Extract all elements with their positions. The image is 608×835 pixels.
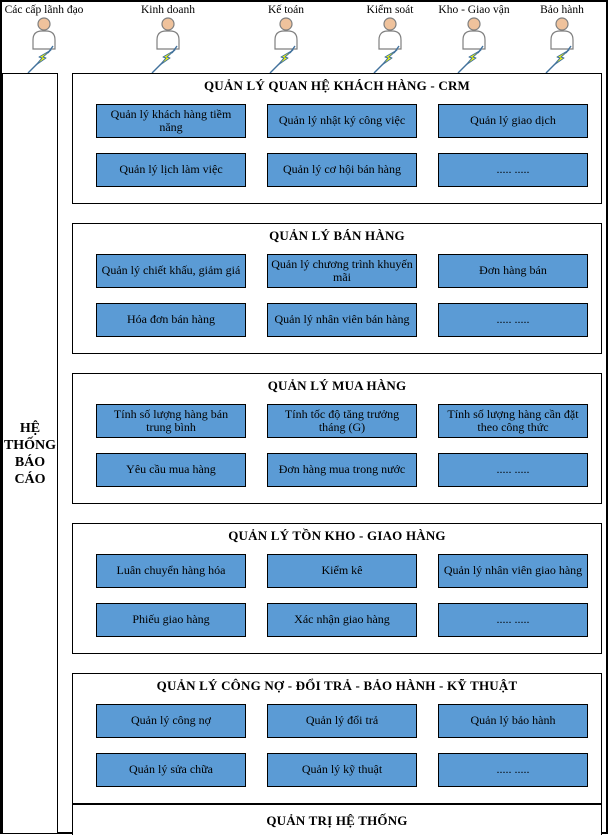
- section-title: QUẢN LÝ BÁN HÀNG: [269, 228, 405, 243]
- lightning-bolt-icon: [27, 45, 54, 73]
- actor-figure-icon: [269, 17, 298, 73]
- module-box: Quản lý sửa chữa: [96, 753, 246, 787]
- person-icon: [156, 17, 180, 50]
- actor-label: Bảo hành: [540, 4, 584, 16]
- module-box: Quản lý lịch làm việc: [96, 153, 246, 187]
- actor-label: Các cấp lãnh đạo: [4, 4, 84, 16]
- lightning-bolt-icon: [269, 45, 296, 73]
- actor-label: Kho - Giao vận: [438, 4, 510, 16]
- module-box: Xác nhận giao hàng: [267, 603, 417, 637]
- module-box: Luân chuyển hàng hóa: [96, 554, 246, 588]
- section-crm: QUẢN LÝ QUAN HỆ KHÁCH HÀNG - CRM Quản lý…: [72, 73, 602, 204]
- module-box: Quản lý giao dịch: [438, 104, 588, 138]
- person-icon: [32, 17, 56, 50]
- section-title: QUẢN LÝ QUAN HỆ KHÁCH HÀNG - CRM: [203, 78, 471, 93]
- actor-label: Kiểm soát: [366, 4, 414, 16]
- module-box: Tính tốc độ tăng trưởng tháng (G): [267, 404, 417, 438]
- module-box: Quản lý khách hàng tiềm năng: [96, 104, 246, 138]
- person-icon: [462, 17, 486, 50]
- module-box-placeholder: ..... .....: [438, 603, 588, 637]
- section-mua-hang: QUẢN LÝ MUA HÀNG Tính số lượng hàng bán …: [72, 373, 602, 504]
- actor-control: Kiểm soát: [342, 4, 438, 73]
- lightning-bolt-icon: [151, 45, 178, 73]
- section-quan-tri-he-thong: QUẢN TRỊ HỆ THỐNG: [72, 804, 602, 835]
- sidebar-title-line: CÁO: [14, 471, 46, 487]
- module-box: Phiếu giao hàng: [96, 603, 246, 637]
- module-grid: Tính số lượng hàng bán trung bình Tính t…: [73, 394, 601, 487]
- module-box-placeholder: ..... .....: [438, 453, 588, 487]
- person-icon: [378, 17, 402, 50]
- lightning-bolt-icon: [545, 45, 572, 73]
- module-grid: Quản lý công nợ Quản lý đổi trả Quản lý …: [73, 694, 601, 787]
- module-box: Tính số lượng hàng bán trung bình: [96, 404, 246, 438]
- section-title: QUẢN LÝ CÔNG NỢ - ĐỔI TRẢ - BẢO HÀNH - K…: [156, 678, 518, 693]
- module-box: Đơn hàng bán: [438, 254, 588, 288]
- report-system-sidebar: HỆ THỐNG BÁO CÁO: [2, 73, 58, 834]
- module-grid: Quản lý khách hàng tiềm năng Quản lý nhậ…: [73, 94, 601, 187]
- module-box: Kiểm kê: [267, 554, 417, 588]
- section-cong-no-doi-tra-bao-hanh: QUẢN LÝ CÔNG NỢ - ĐỔI TRẢ - BẢO HÀNH - K…: [72, 673, 602, 804]
- module-box: Quản lý nhân viên giao hàng: [438, 554, 588, 588]
- person-icon: [550, 17, 574, 50]
- section-title: QUẢN TRỊ HỆ THỐNG: [266, 813, 408, 828]
- module-box: Quản lý kỹ thuật: [267, 753, 417, 787]
- module-grid: Quản lý chiết khấu, giảm giá Quản lý chư…: [73, 244, 601, 337]
- module-box: Đơn hàng mua trong nước: [267, 453, 417, 487]
- sections-column: QUẢN LÝ QUAN HỆ KHÁCH HÀNG - CRM Quản lý…: [72, 73, 602, 835]
- module-box: Quản lý cơ hội bán hàng: [267, 153, 417, 187]
- section-ban-hang: QUẢN LÝ BÁN HÀNG Quản lý chiết khấu, giả…: [72, 223, 602, 354]
- module-box: Quản lý chương trình khuyến mãi: [267, 254, 417, 288]
- actor-warranty: Bảo hành: [514, 4, 608, 73]
- actor-figure-icon: [151, 17, 180, 73]
- module-box: Quản lý nhật ký công việc: [267, 104, 417, 138]
- actor-label: Kinh doanh: [141, 4, 195, 16]
- actor-label: Kế toán: [267, 4, 305, 16]
- module-box: Tính số lượng hàng cần đặt theo công thứ…: [438, 404, 588, 438]
- module-box-placeholder: ..... .....: [438, 753, 588, 787]
- lightning-bolt-icon: [457, 45, 484, 73]
- actor-figure-icon: [545, 17, 574, 73]
- actor-warehouse-logistics: Kho - Giao vận: [426, 4, 522, 73]
- actor-accounting: Kế toán: [238, 4, 334, 73]
- module-grid: Luân chuyển hàng hóa Kiểm kê Quản lý nhâ…: [73, 544, 601, 637]
- actor-figure-icon: [457, 17, 486, 73]
- module-box: Quản lý bảo hành: [438, 704, 588, 738]
- module-box: Quản lý đổi trả: [267, 704, 417, 738]
- module-box: Hóa đơn bán hàng: [96, 303, 246, 337]
- person-icon: [274, 17, 298, 50]
- actor-figure-icon: [373, 17, 402, 73]
- module-box: Quản lý nhân viên bán hàng: [267, 303, 417, 337]
- section-title: QUẢN LÝ TỒN KHO - GIAO HÀNG: [228, 528, 446, 543]
- actor-leadership: Các cấp lãnh đạo: [0, 4, 92, 73]
- module-box: Quản lý công nợ: [96, 704, 246, 738]
- sidebar-title-line: HỆ: [19, 420, 41, 436]
- section-title: QUẢN LÝ MUA HÀNG: [267, 378, 407, 393]
- module-box-placeholder: ..... .....: [438, 153, 588, 187]
- module-box: Yêu cầu mua hàng: [96, 453, 246, 487]
- sidebar-title-line: BÁO: [14, 454, 46, 470]
- lightning-bolt-icon: [373, 45, 400, 73]
- module-box: Quản lý chiết khấu, giảm giá: [96, 254, 246, 288]
- sidebar-title-line: THỐNG: [3, 437, 57, 453]
- actor-sales: Kinh doanh: [120, 4, 216, 73]
- module-box-placeholder: ..... .....: [438, 303, 588, 337]
- section-ton-kho-giao-hang: QUẢN LÝ TỒN KHO - GIAO HÀNG Luân chuyển …: [72, 523, 602, 654]
- actor-figure-icon: [27, 17, 56, 73]
